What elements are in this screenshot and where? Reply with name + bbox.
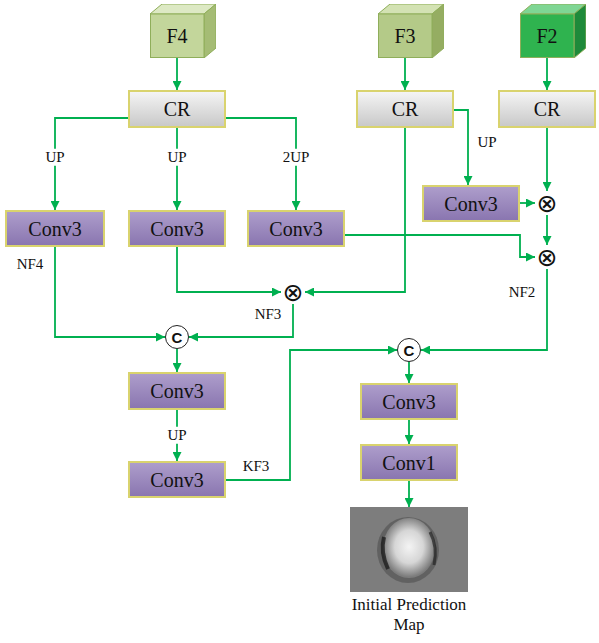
node-label: F4 bbox=[150, 14, 204, 58]
cube-side bbox=[574, 4, 586, 58]
node-label: F3 bbox=[378, 14, 432, 58]
cr-block: CR bbox=[128, 90, 226, 128]
cr-block: CR bbox=[498, 90, 596, 128]
feature-cube: F2 bbox=[520, 4, 586, 58]
conv-block: Conv3 bbox=[422, 185, 520, 222]
edge-label: NF2 bbox=[507, 284, 538, 301]
cube-front bbox=[151, 14, 205, 58]
blob-edge bbox=[383, 537, 388, 569]
flow-arrow bbox=[421, 269, 547, 350]
flow-arrow bbox=[408, 481, 410, 507]
flow-arrow bbox=[55, 247, 165, 337]
node-label: ⊗ bbox=[283, 280, 304, 305]
edge-label: NF4 bbox=[15, 256, 46, 273]
flow-arrow bbox=[176, 349, 178, 372]
conv-block: Conv3 bbox=[128, 210, 226, 247]
node-label: F2 bbox=[520, 14, 574, 58]
node-label: CR bbox=[164, 98, 191, 120]
feature-cube: F3 bbox=[378, 4, 444, 58]
concat-node: C bbox=[397, 338, 421, 362]
node-label: ⊗ bbox=[537, 191, 558, 216]
cube-side bbox=[432, 4, 444, 58]
blob bbox=[383, 518, 435, 578]
node-label: ⊗ bbox=[537, 245, 558, 270]
concat-node: C bbox=[165, 325, 189, 349]
flow-arrow bbox=[176, 128, 178, 210]
conv-block: Conv3 bbox=[5, 210, 105, 247]
node-label: CR bbox=[534, 98, 561, 120]
multiply-node: ⊗ bbox=[535, 245, 559, 269]
flow-arrow bbox=[520, 202, 535, 204]
edge-label: NF3 bbox=[253, 306, 284, 323]
conv-block: Conv3 bbox=[247, 210, 345, 247]
flow-arrow bbox=[176, 58, 178, 90]
flow-arrow bbox=[345, 235, 535, 257]
node-label: Conv3 bbox=[28, 218, 81, 240]
cube-front bbox=[379, 14, 433, 58]
flow-arrow bbox=[546, 128, 548, 191]
edge-label: UP bbox=[165, 149, 188, 166]
node-label: C bbox=[172, 330, 183, 345]
edge-label: UP bbox=[43, 149, 66, 166]
conv-block: Conv1 bbox=[360, 444, 458, 481]
node-label: Conv3 bbox=[382, 391, 435, 413]
cr-block: CR bbox=[356, 90, 454, 128]
map-caption: Initial Prediction Map bbox=[339, 595, 479, 634]
cube-front bbox=[521, 14, 575, 58]
flow-arrow bbox=[408, 420, 410, 444]
flow-arrow bbox=[546, 215, 548, 245]
multiply-node: ⊗ bbox=[281, 280, 305, 304]
blob-shadow bbox=[377, 517, 439, 583]
feature-cube: F4 bbox=[150, 4, 216, 58]
node-label: C bbox=[404, 343, 415, 358]
edge-label: UP bbox=[475, 134, 498, 151]
node-label: Conv3 bbox=[150, 469, 203, 491]
multiply-node: ⊗ bbox=[535, 191, 559, 215]
node-label: Conv3 bbox=[150, 380, 203, 402]
node-label: Conv3 bbox=[269, 218, 322, 240]
flow-arrow bbox=[404, 58, 406, 90]
node-label: Conv1 bbox=[382, 452, 435, 474]
blob-edge bbox=[430, 532, 435, 565]
flow-arrow bbox=[546, 58, 548, 90]
flow-arrow bbox=[189, 304, 293, 337]
flow-arrow bbox=[177, 247, 281, 292]
edge-label: 2UP bbox=[281, 149, 312, 166]
flow-arrow bbox=[454, 110, 468, 185]
edge-label: UP bbox=[165, 427, 188, 444]
prediction-map: Initial Prediction Map bbox=[339, 507, 479, 634]
node-label: Conv3 bbox=[150, 218, 203, 240]
conv-block: Conv3 bbox=[360, 383, 458, 420]
conv-block: Conv3 bbox=[128, 372, 226, 410]
cube-side bbox=[204, 4, 216, 58]
conv-block: Conv3 bbox=[128, 461, 226, 498]
image-ground bbox=[350, 507, 468, 592]
flow-arrow bbox=[408, 362, 410, 383]
node-label: CR bbox=[392, 98, 419, 120]
edge-label: KF3 bbox=[241, 458, 272, 475]
prediction-image bbox=[350, 507, 468, 592]
node-label: Conv3 bbox=[444, 193, 497, 215]
